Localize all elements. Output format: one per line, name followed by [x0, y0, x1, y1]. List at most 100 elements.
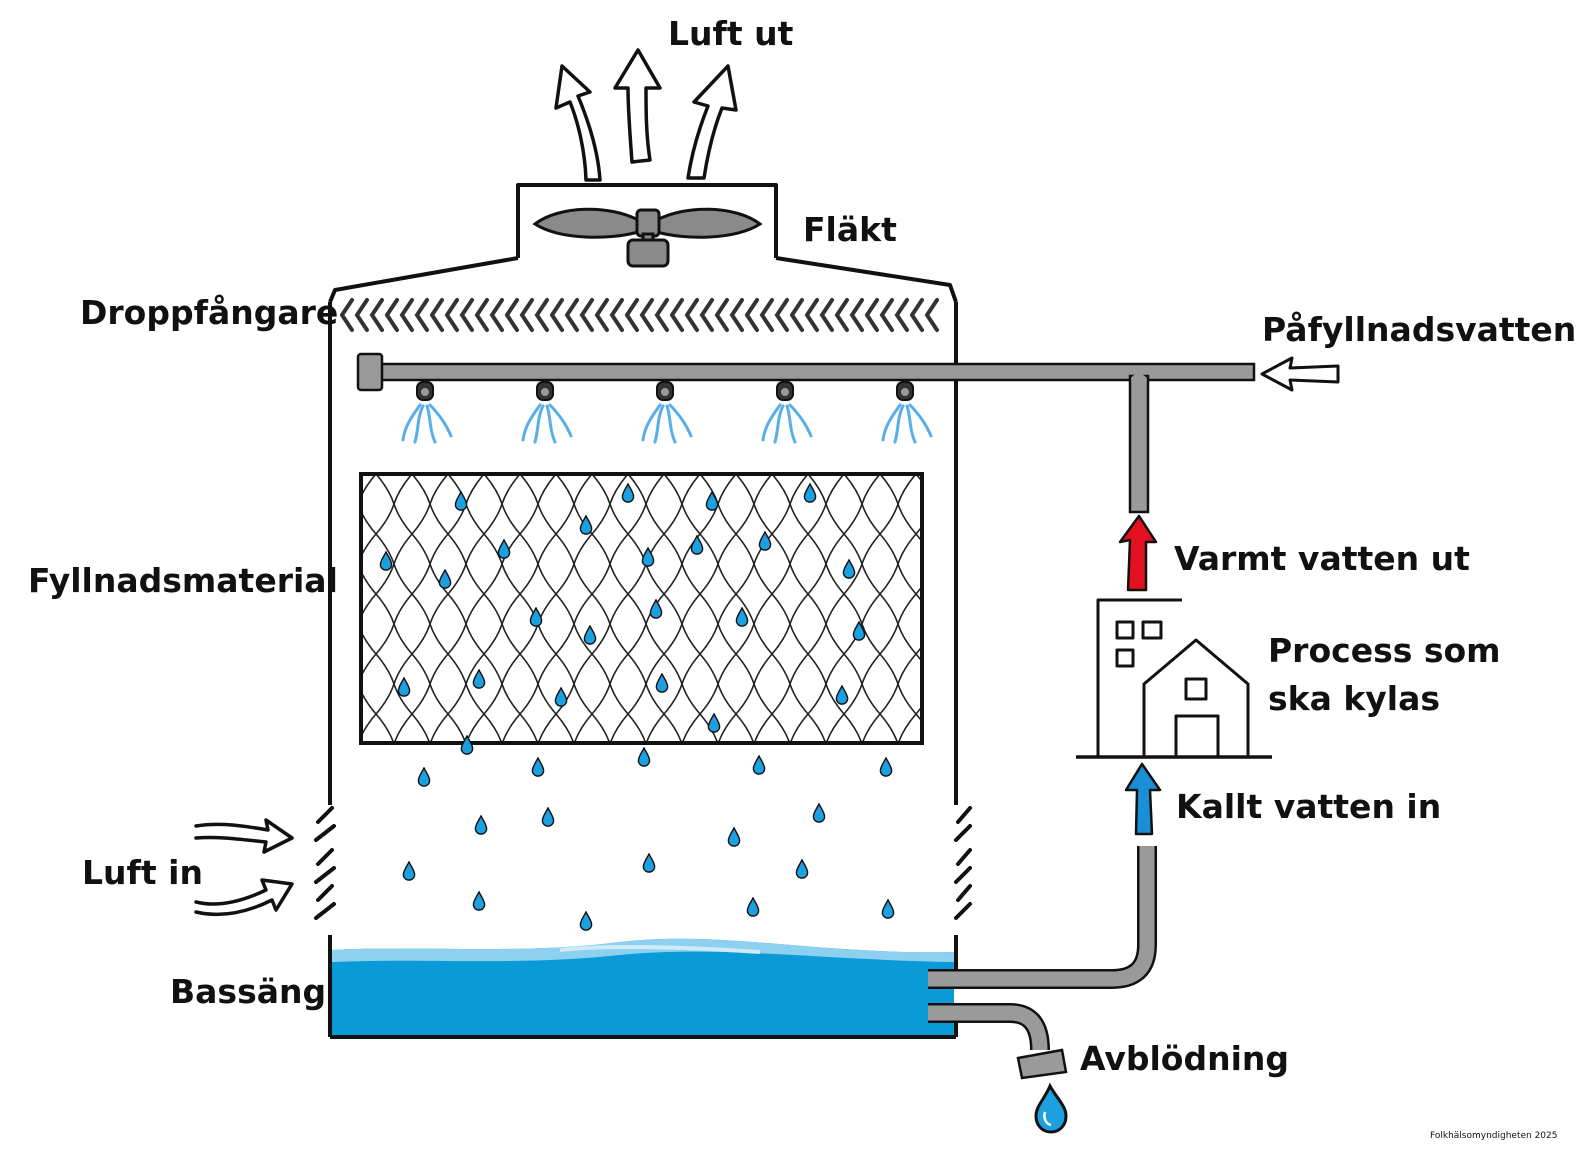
- label-fyllnadsmaterial: Fyllnadsmaterial: [28, 561, 338, 600]
- chevron-mark: [804, 298, 819, 332]
- chevron-mark: [714, 298, 729, 332]
- credit-text: Folkhälsomyndigheten 2025: [1430, 1131, 1558, 1141]
- mesh-line: [862, 647, 920, 741]
- chevron-mark: [789, 298, 804, 332]
- chevron-mark: [549, 298, 564, 332]
- nozzle-hole: [781, 388, 789, 396]
- mesh-line: [952, 474, 1114, 744]
- mesh-line: [988, 474, 1150, 744]
- water-drop: [579, 911, 593, 931]
- mesh-line: [664, 476, 826, 741]
- drift-eliminator: [339, 298, 939, 332]
- spray-nozzles: [401, 381, 933, 444]
- spray-stream: [401, 403, 422, 442]
- spray-stream: [668, 403, 693, 438]
- chevron-mark: [519, 298, 534, 332]
- chevron-mark: [759, 298, 774, 332]
- chevron-mark: [489, 298, 504, 332]
- water-drop: [474, 815, 488, 835]
- air-out-arrows: [554, 48, 738, 182]
- mesh-line: [430, 476, 592, 741]
- mesh-line: [16, 474, 178, 744]
- cold-water-arrow: [1124, 762, 1162, 836]
- mesh-line: [178, 474, 340, 744]
- mesh-line: [0, 474, 124, 744]
- spray-stream: [773, 404, 785, 444]
- chevron-mark: [909, 298, 924, 332]
- mesh-line: [363, 476, 520, 735]
- mesh-line: [502, 476, 664, 741]
- mesh-line: [826, 587, 920, 741]
- label-flakt: Fläkt: [803, 210, 897, 249]
- mesh-line: [412, 476, 574, 741]
- mesh-line: [196, 474, 358, 744]
- chevron-mark: [534, 298, 549, 332]
- mesh-line: [592, 476, 754, 741]
- spray-stream: [521, 403, 542, 442]
- spray-stream: [881, 403, 902, 442]
- chevron-mark: [339, 298, 354, 332]
- spray-stream: [533, 404, 545, 444]
- water-drop: [795, 859, 809, 879]
- mesh-line: [1096, 474, 1258, 744]
- chevron-mark: [504, 298, 519, 332]
- chevron-mark: [924, 298, 939, 332]
- chevron-mark: [699, 298, 714, 332]
- chevron-mark: [579, 298, 594, 332]
- mesh-line: [916, 476, 920, 481]
- chevron-mark: [414, 298, 429, 332]
- makeup-water-arrow: [1260, 356, 1340, 392]
- water-drop: [752, 755, 766, 775]
- label-varmt-vatten-ut: Varmt vatten ut: [1174, 539, 1470, 578]
- mesh-line: [0, 474, 16, 744]
- spray-stream: [761, 403, 782, 442]
- water-drop: [531, 757, 545, 777]
- water-drop: [812, 803, 826, 823]
- mesh-line: [970, 474, 1132, 744]
- mesh-line: [844, 476, 920, 601]
- spray-stream: [905, 404, 917, 444]
- mesh-line: [0, 474, 160, 744]
- mesh-line: [124, 474, 286, 744]
- spray-stream: [641, 403, 662, 442]
- tap-icon: [928, 1003, 1068, 1134]
- chevron-mark: [834, 298, 849, 332]
- return-pipe: [928, 846, 1157, 989]
- nozzle-hole: [661, 388, 669, 396]
- mesh-line: [700, 476, 862, 741]
- mesh-line: [363, 476, 412, 555]
- air-in-arrows: [194, 818, 294, 917]
- label-process-line2: ska kylas: [1268, 679, 1440, 718]
- chevron-mark: [729, 298, 744, 332]
- mesh-line: [466, 476, 628, 741]
- fill-material: [0, 472, 1258, 745]
- tower-body: [328, 183, 958, 1039]
- mesh-line: [160, 474, 322, 744]
- mesh-line: [880, 476, 920, 541]
- mesh-line: [88, 474, 250, 744]
- chevron-mark: [894, 298, 909, 332]
- mesh-line: [646, 476, 808, 741]
- water-drop: [637, 747, 651, 767]
- mesh-line: [376, 476, 538, 741]
- mesh-line: [556, 476, 718, 741]
- chevron-mark: [624, 298, 639, 332]
- chevron-mark: [684, 298, 699, 332]
- mesh-line: [484, 476, 646, 741]
- mesh-line: [1060, 474, 1222, 744]
- chevron-mark: [864, 298, 879, 332]
- mesh-line: [520, 476, 682, 741]
- mesh-line: [363, 476, 376, 495]
- chevron-mark: [819, 298, 834, 332]
- mesh-line: [1042, 474, 1204, 744]
- label-kallt-vatten-in: Kallt vatten in: [1176, 787, 1441, 826]
- spray-stream: [548, 403, 573, 438]
- chevron-mark: [384, 298, 399, 332]
- spray-stream: [653, 404, 665, 444]
- mesh-line: [363, 513, 502, 741]
- mesh-line: [106, 474, 268, 744]
- spray-stream: [908, 403, 933, 438]
- label-process-line1: Process som: [1268, 631, 1501, 670]
- mesh-line: [808, 476, 920, 661]
